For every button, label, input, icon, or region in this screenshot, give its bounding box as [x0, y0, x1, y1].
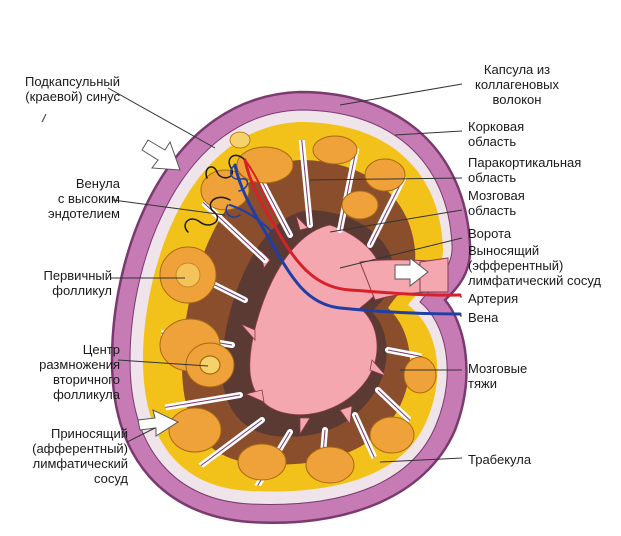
- follicle: [369, 416, 415, 454]
- label-primary-follicle: Первичный фолликул: [43, 268, 112, 298]
- label-paracortex: Паракортикальная область: [468, 155, 582, 185]
- label-germinal-center: Центр размножения вторичного фолликула: [39, 342, 120, 402]
- efferent-vessel: [419, 257, 449, 293]
- label-medulla: Мозговая область: [468, 188, 525, 218]
- label-cortex: Корковая область: [468, 119, 525, 149]
- follicle: [305, 446, 355, 484]
- blood-vessels: [184, 154, 462, 316]
- label-efferent-vessel: Выносящий (эфферентный) лимфатический со…: [468, 243, 601, 288]
- label-hilum: Ворота: [468, 226, 512, 241]
- venule-coil-lower: [184, 196, 231, 233]
- efferent-arrow-icon: [394, 256, 429, 288]
- label-venule: Венула с высоким эндотелием: [48, 176, 120, 221]
- medullary-sinuses: [240, 214, 387, 436]
- label-afferent-vessel: Приносящий (афферентный) лимфатический с…: [32, 426, 128, 486]
- follicle: [341, 190, 379, 220]
- follicle: [229, 131, 251, 149]
- vein-path: [233, 163, 462, 316]
- follicle: [237, 443, 287, 481]
- venule-coil: [230, 164, 249, 192]
- afferent-arrow-icon: [141, 139, 181, 171]
- label-capsule: Капсула из коллагеновых волокон: [474, 62, 560, 107]
- germinal-center: [199, 355, 221, 375]
- label-trabecula: Трабекула: [468, 452, 532, 467]
- afferent-arrow-icon: [137, 409, 180, 437]
- label-artery: Артерия: [468, 291, 519, 306]
- artery-path: [243, 158, 462, 297]
- leader-lines: [107, 83, 463, 463]
- label-subcapsular-sinus: Подкапсульный (краевой) синус: [25, 74, 120, 104]
- follicle: [168, 407, 222, 453]
- venule-coil-lower: [225, 204, 241, 218]
- label-medullary-cords: Мозговые тяжи: [468, 361, 528, 391]
- venule-coil: [205, 154, 246, 179]
- follicles: [159, 131, 437, 484]
- follicle: [364, 158, 406, 192]
- label-vein: Вена: [468, 310, 499, 325]
- follicle: [236, 146, 294, 184]
- tick-mark-icon: [41, 113, 47, 123]
- follicle: [403, 356, 437, 394]
- follicle: [312, 135, 358, 165]
- follicle: [175, 262, 201, 288]
